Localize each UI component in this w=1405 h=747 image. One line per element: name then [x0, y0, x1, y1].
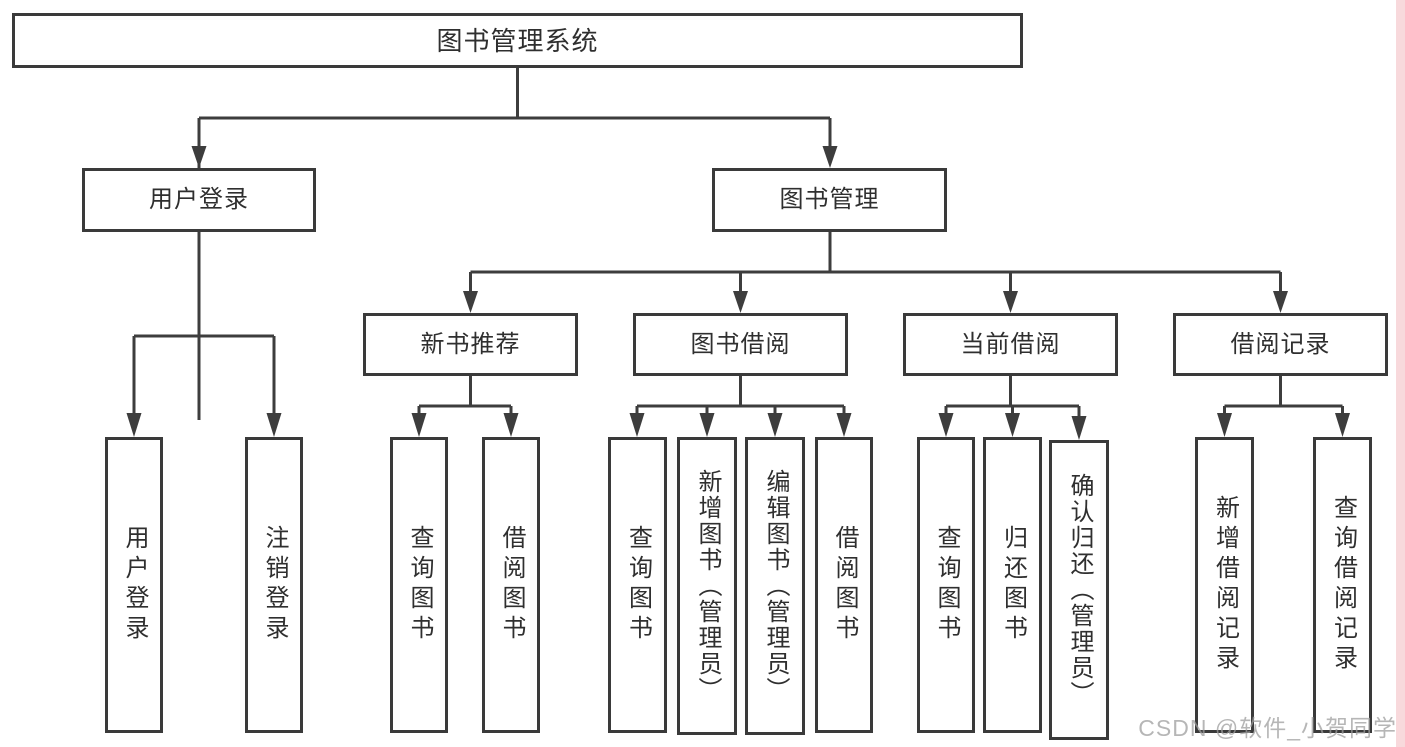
node-label: 新书推荐: [420, 330, 521, 358]
node-current-borrowing: 当前借阅: [903, 313, 1118, 376]
leaf-query-books-newbook: 查询图书: [390, 437, 448, 733]
node-book-borrowing: 图书借阅: [633, 313, 848, 376]
right-edge-strip: [1396, 0, 1405, 747]
node-label: 查询图书: [933, 525, 960, 645]
node-label: 用户登录: [149, 186, 249, 213]
node-book-management-branch: 图书管理: [712, 168, 947, 232]
leaf-edit-books-admin: 编辑图书（管理员）: [745, 437, 805, 735]
node-user-login-branch: 用户登录: [82, 168, 316, 232]
node-borrowing-records: 借阅记录: [1173, 313, 1388, 376]
node-label: 查询借阅记录: [1329, 495, 1357, 675]
node-label: 当前借阅: [960, 330, 1061, 358]
leaf-query-books-current: 查询图书: [917, 437, 975, 733]
leaf-add-borrow-record: 新增借阅记录: [1195, 437, 1254, 733]
node-label: 查询图书: [406, 525, 433, 645]
leaf-query-books-borrow: 查询图书: [608, 437, 667, 733]
leaf-return-books: 归还图书: [983, 437, 1042, 733]
leaf-query-borrow-record: 查询借阅记录: [1313, 437, 1372, 733]
leaf-borrow-books-newbook: 借阅图书: [482, 437, 540, 733]
node-library-management-system: 图书管理系统: [12, 13, 1023, 68]
leaf-logout: 注销登录: [245, 437, 303, 733]
node-label: 图书借阅: [690, 330, 791, 358]
node-label: 归还图书: [999, 525, 1027, 645]
node-new-book-recommend: 新书推荐: [363, 313, 578, 376]
node-label: 新增图书（管理员）: [694, 469, 721, 703]
node-label: 借阅记录: [1230, 330, 1331, 358]
leaf-confirm-return-admin: 确认归还（管理员）: [1049, 440, 1109, 740]
node-label: 新增借阅记录: [1211, 495, 1239, 675]
node-label: 确认归还（管理员）: [1066, 473, 1093, 707]
node-label: 图书管理: [779, 186, 880, 213]
node-label: 编辑图书（管理员）: [762, 469, 789, 703]
node-label: 借阅图书: [498, 525, 525, 645]
leaf-user-login: 用户登录: [105, 437, 163, 733]
node-label: 图书管理系统: [436, 25, 599, 56]
node-label: 注销登录: [261, 525, 288, 645]
leaf-add-books-admin: 新增图书（管理员）: [677, 437, 737, 735]
csdn-watermark: CSDN @软件_小贺同学: [1138, 715, 1397, 741]
node-label: 借阅图书: [831, 525, 858, 645]
node-label: 用户登录: [121, 525, 148, 645]
node-label: 查询图书: [624, 525, 652, 645]
leaf-borrow-books-borrow: 借阅图书: [815, 437, 873, 733]
